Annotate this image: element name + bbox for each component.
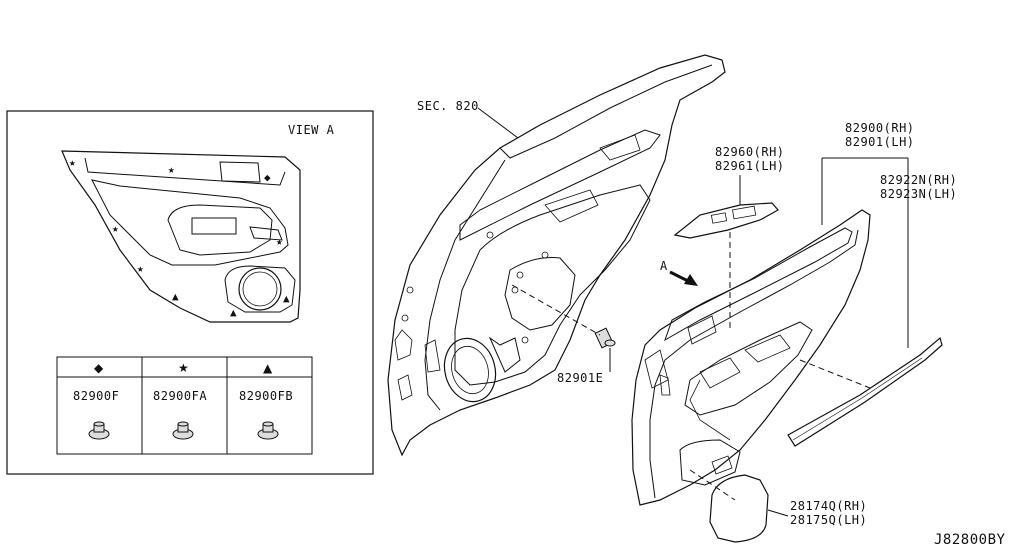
label-28175q-lh: 28175Q(LH) [790,513,868,527]
label-82923n-lh: 82923N(LH) [880,187,958,201]
label-82922n-rh: 82922N(RH) [880,173,958,187]
window-switch-finisher [673,202,779,239]
label-82960-rh: 82960(RH) [715,145,785,159]
svg-text:▲: ▲ [172,290,179,303]
clip-82900fb-drawing [257,421,279,440]
view-a-inset: ★ ★ ◆ ★ ★ ★ ▲ ▲ ▲ [6,110,374,475]
leader-28174q [767,509,789,517]
molding-strip [787,336,943,447]
leader-82901e-dashed [511,284,601,336]
leader-cover-dashed [689,469,736,501]
arrow-label-a: A [660,259,668,273]
svg-text:▲: ▲ [230,306,237,319]
inset-door-trim [61,150,301,323]
svg-text:★: ★ [137,262,144,275]
door-inner-panel [387,54,726,457]
label-28174q-rh: 28174Q(RH) [790,499,868,513]
inset-fasteners: ★ ★ ◆ ★ ★ ★ ▲ ▲ ▲ [69,156,290,319]
svg-text:★: ★ [69,156,76,169]
label-82901-lh: 82901(LH) [845,135,915,149]
label-82901e: 82901E [557,371,604,385]
label-82900-rh: 82900(RH) [845,121,915,135]
leader-sec-820 [477,107,519,139]
clip-82901e-drawing [594,327,616,349]
svg-text:▲: ▲ [283,292,290,305]
legend-table [56,356,313,455]
diagram-id: J82800BY [934,532,1006,548]
svg-text:★: ★ [276,235,283,248]
legend-part-82900f: 82900F [73,389,120,403]
leader-strip-dashed [799,359,871,389]
trim-leaders [821,157,909,348]
svg-text:★: ★ [168,163,175,176]
legend-part-82900fa: 82900FA [153,389,208,403]
door-trim-panel [631,209,871,506]
legend-part-82900fb: 82900FB [239,389,294,403]
clip-82900f-drawing [88,421,110,440]
view-a-title: VIEW A [288,123,335,137]
view-a-arrow [669,270,698,286]
legend-symbol-star: ★ [178,361,189,375]
clip-82900fa-drawing [172,421,194,440]
label-82961-lh: 82961(LH) [715,159,785,173]
svg-text:◆: ◆ [264,171,271,184]
speaker-cover [709,474,769,543]
legend-symbol-triangle: ▲ [263,361,273,375]
svg-text:★: ★ [112,222,119,235]
legend-symbol-diamond: ◆ [94,361,104,375]
label-sec-820: SEC. 820 [417,99,479,113]
